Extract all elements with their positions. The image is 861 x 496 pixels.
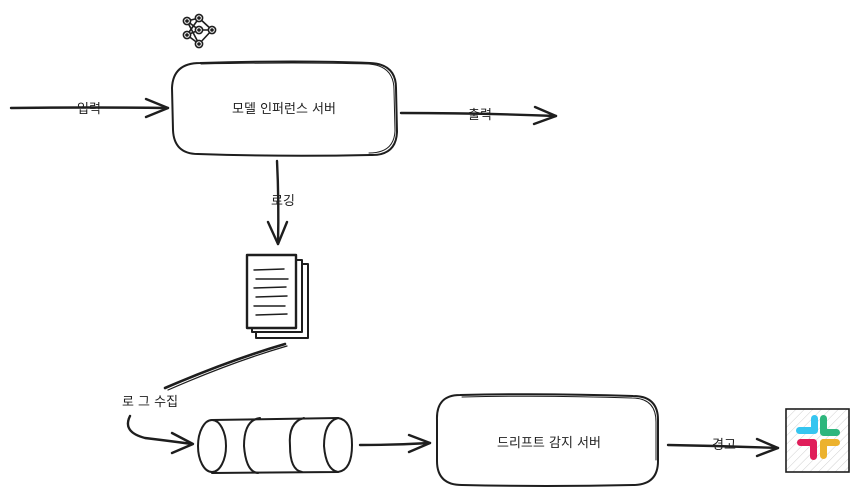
- inference-server-label: 모델 인퍼런스 서버: [232, 102, 336, 117]
- drift-server-node: 드리프트 감지 서버: [435, 393, 659, 487]
- logging-arrow: [266, 159, 289, 246]
- drift-server-label: 드리프트 감지 서버: [497, 436, 601, 451]
- logging-label: 로깅: [271, 194, 295, 209]
- pipe-queue-icon: [197, 417, 353, 474]
- input-label: 입력: [77, 102, 101, 117]
- log-collect-arrow: [126, 342, 288, 455]
- alert-label: 경고: [712, 438, 736, 453]
- log-collect-label: 로 그 수집: [122, 395, 178, 410]
- neural-network-icon: [182, 13, 217, 49]
- slack-logo-icon: [785, 408, 850, 473]
- output-label: 출력: [468, 108, 492, 123]
- input-arrow: [9, 97, 170, 119]
- alert-arrow: [666, 437, 780, 458]
- document-stack-icon: [245, 253, 309, 339]
- queue-to-drift-arrow: [358, 433, 432, 454]
- output-arrow: [399, 105, 558, 126]
- inference-server-node: 모델 인퍼런스 서버: [171, 60, 398, 157]
